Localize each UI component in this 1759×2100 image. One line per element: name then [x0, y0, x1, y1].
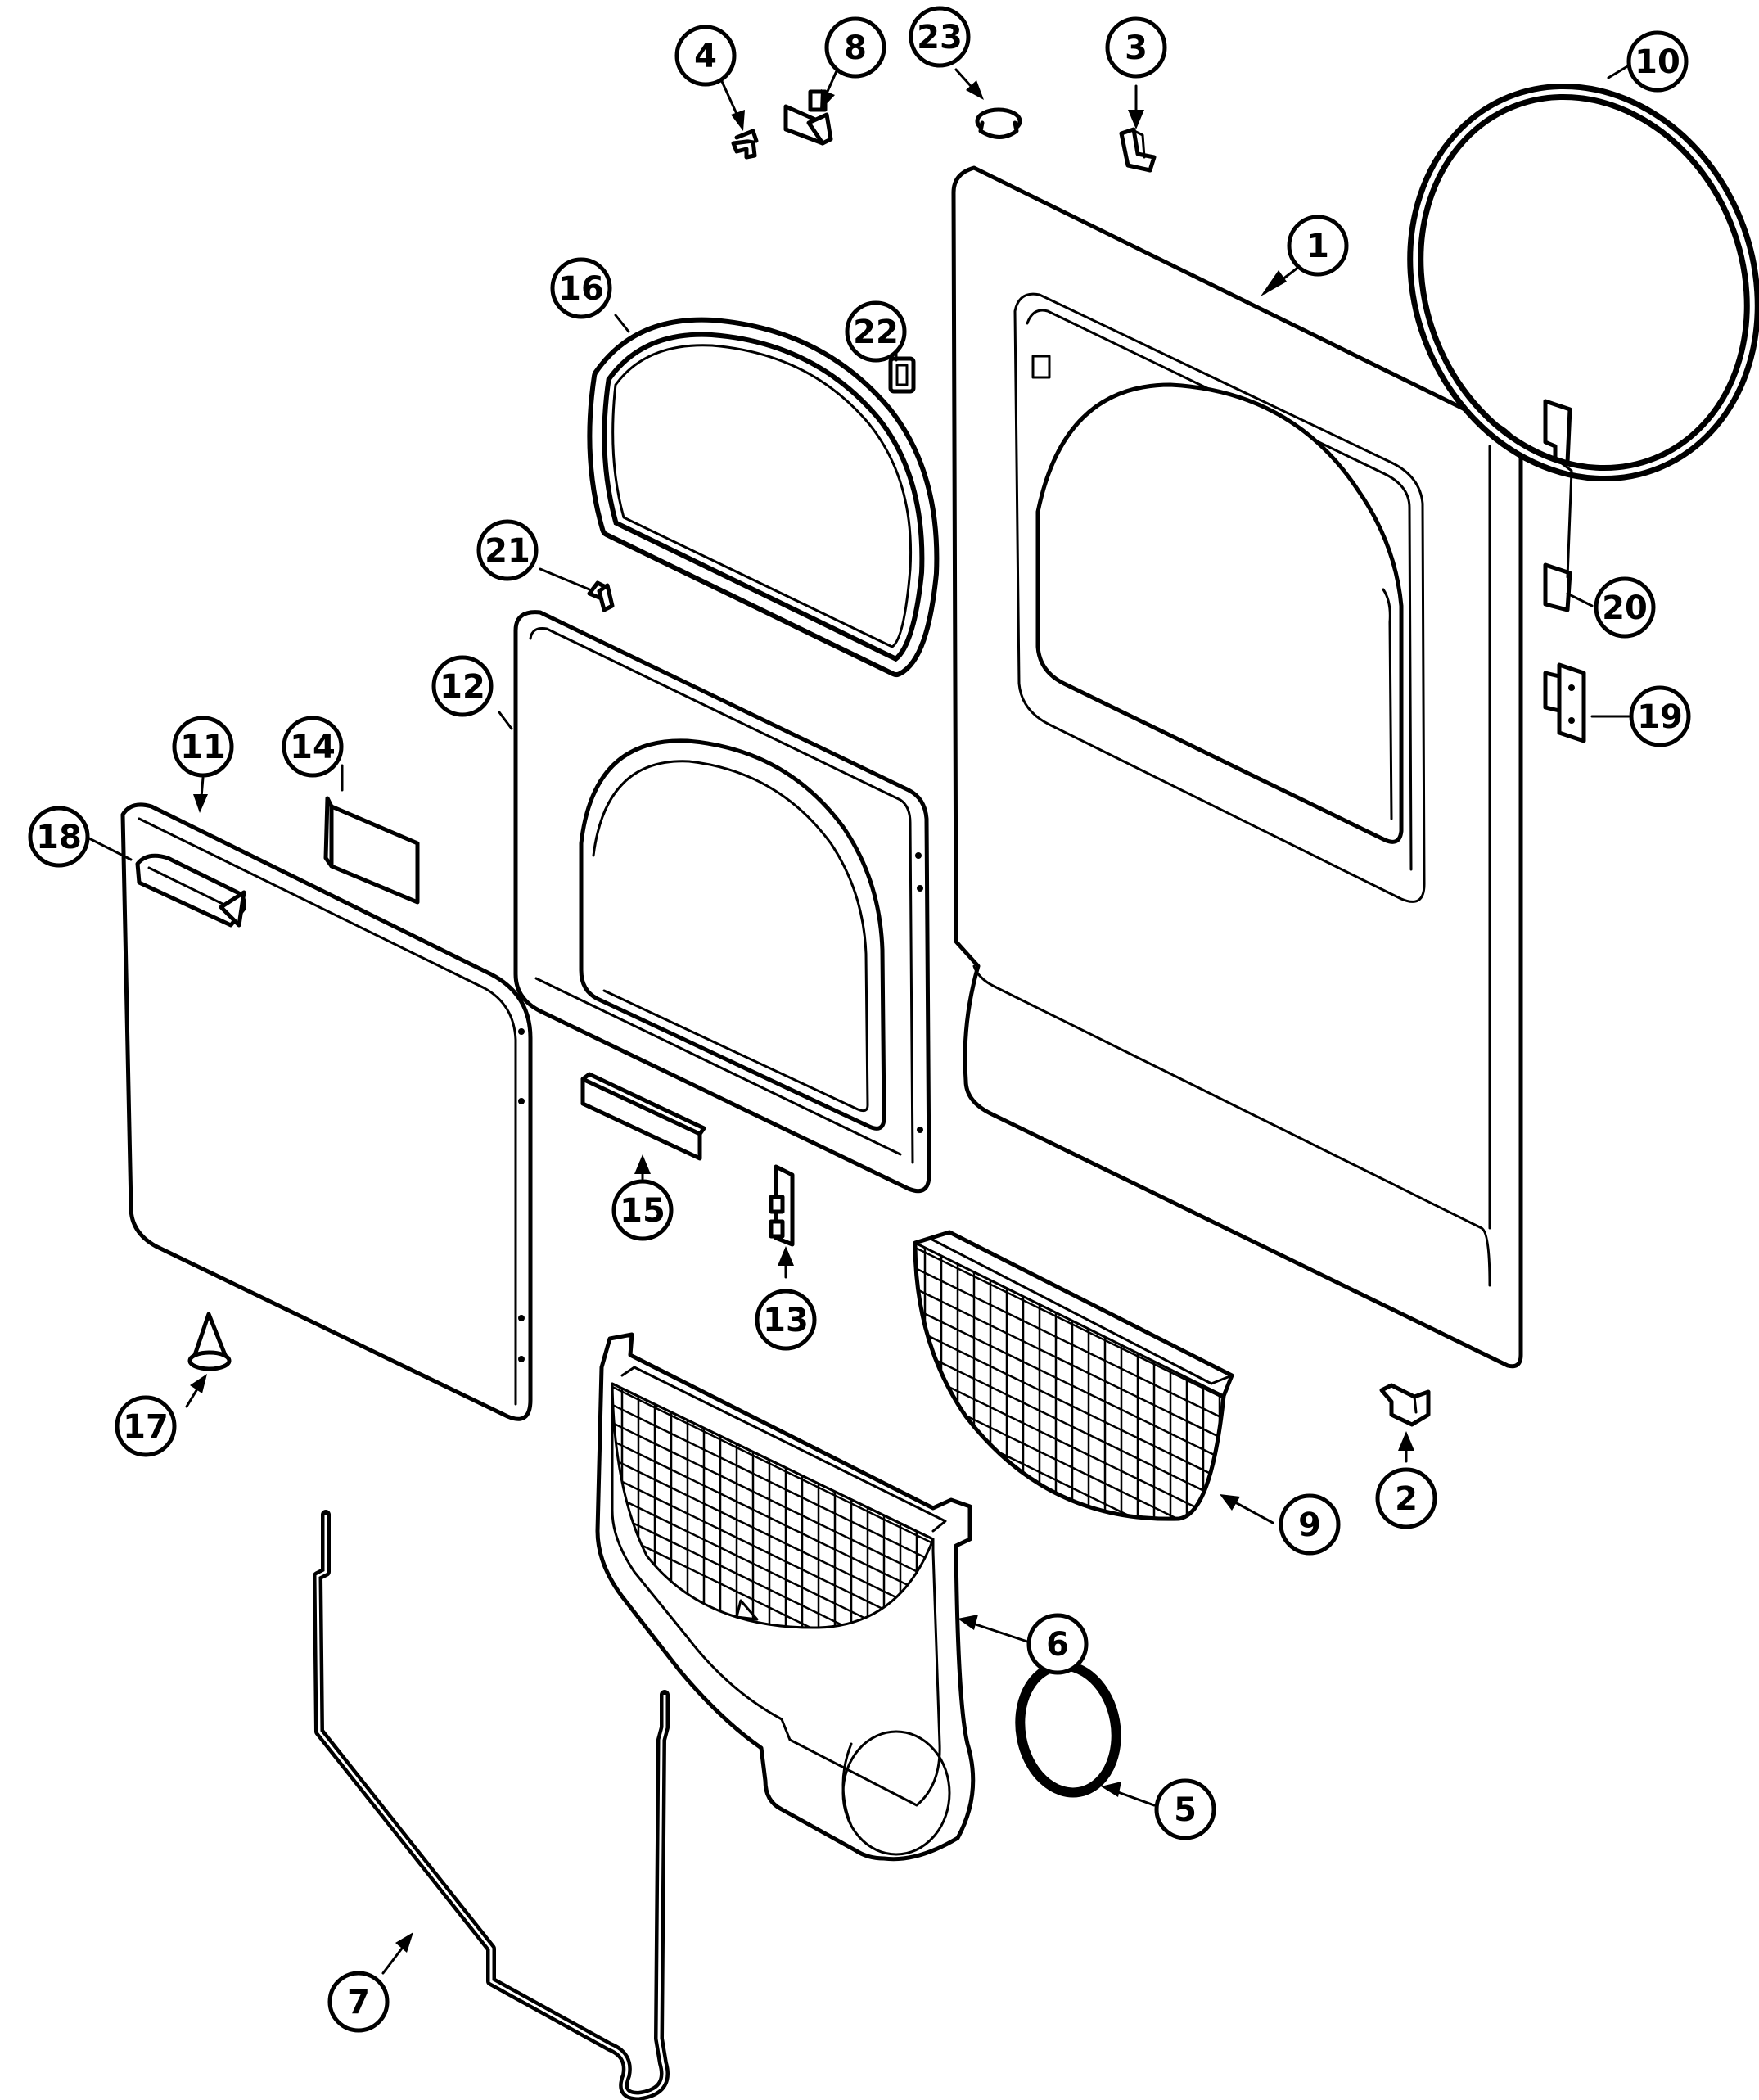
callout-21: 21 [476, 519, 539, 581]
callout-label: 12 [440, 668, 485, 706]
callout-15: 15 [611, 1179, 674, 1241]
callout-16: 16 [550, 257, 612, 319]
callout-label: 2 [1395, 1480, 1418, 1518]
callout-label: 9 [1298, 1506, 1321, 1544]
door-seal-strip-part [313, 1510, 670, 2100]
callout-label: 16 [558, 270, 604, 308]
outer-door-part [120, 802, 533, 1421]
retainer-clip-part [587, 580, 615, 612]
callout-label: 17 [123, 1408, 169, 1446]
callout-2: 2 [1375, 1467, 1437, 1529]
callout-17: 17 [115, 1395, 177, 1457]
callout-label: 19 [1637, 698, 1683, 736]
clip-part-22 [888, 356, 916, 394]
callout-label: 15 [620, 1192, 665, 1230]
callout-9: 9 [1279, 1493, 1341, 1556]
callout-label: 5 [1174, 1791, 1197, 1829]
callout-6: 6 [1026, 1613, 1089, 1675]
callout-10: 10 [1626, 30, 1689, 93]
callout-label: 7 [347, 1984, 370, 2021]
latch-strike-part [769, 1164, 795, 1247]
callout-1: 1 [1287, 215, 1349, 277]
callout-label: 20 [1602, 589, 1648, 627]
callout-13: 13 [755, 1289, 817, 1351]
callout-label: 4 [694, 38, 717, 75]
callout-4: 4 [674, 25, 737, 87]
callout-8: 8 [824, 16, 886, 79]
bracket-part-3 [1119, 127, 1157, 173]
callout-label: 22 [853, 314, 899, 351]
clip-part-4 [731, 129, 759, 160]
callout-label: 23 [917, 19, 963, 56]
callout-label: 21 [485, 532, 530, 570]
callout-label: 18 [36, 819, 82, 856]
callout-label: 8 [844, 29, 867, 67]
bumper-part [187, 1312, 232, 1371]
callout-label: 3 [1125, 29, 1148, 67]
duct-seal-ring-part [1015, 1660, 1121, 1798]
lint-duct-part [595, 1332, 976, 1862]
callout-12: 12 [431, 655, 494, 717]
door-handle-part [135, 853, 246, 928]
callout-label: 13 [763, 1302, 809, 1339]
callout-22: 22 [845, 300, 907, 363]
plug-part [975, 107, 1022, 139]
hinge-part [1543, 662, 1586, 743]
door-seal-ring-part [1407, 83, 1759, 482]
door-gasket-frame-part [587, 317, 940, 677]
callout-23: 23 [909, 6, 971, 68]
callout-19: 19 [1629, 685, 1691, 747]
front-panel-part [951, 165, 1523, 1369]
strip-pad-part [580, 1072, 706, 1161]
hinge-bracket-part [1543, 399, 1573, 612]
callout-18: 18 [28, 806, 90, 868]
spacer-pad-part [323, 796, 420, 905]
callout-label: 6 [1046, 1626, 1069, 1664]
mounting-bracket-part [1379, 1383, 1431, 1427]
callout-label: 1 [1306, 228, 1329, 265]
callout-20: 20 [1594, 576, 1656, 639]
callout-label: 14 [290, 729, 336, 766]
callout-3: 3 [1105, 16, 1167, 79]
callout-label: 11 [180, 729, 226, 766]
callout-14: 14 [282, 716, 344, 778]
callout-label: 10 [1635, 43, 1680, 81]
inner-door-panel-part [513, 610, 931, 1194]
callout-11: 11 [172, 716, 234, 778]
callout-5: 5 [1154, 1778, 1216, 1840]
callout-7: 7 [327, 1971, 390, 2033]
leader-lines [84, 64, 1630, 1975]
